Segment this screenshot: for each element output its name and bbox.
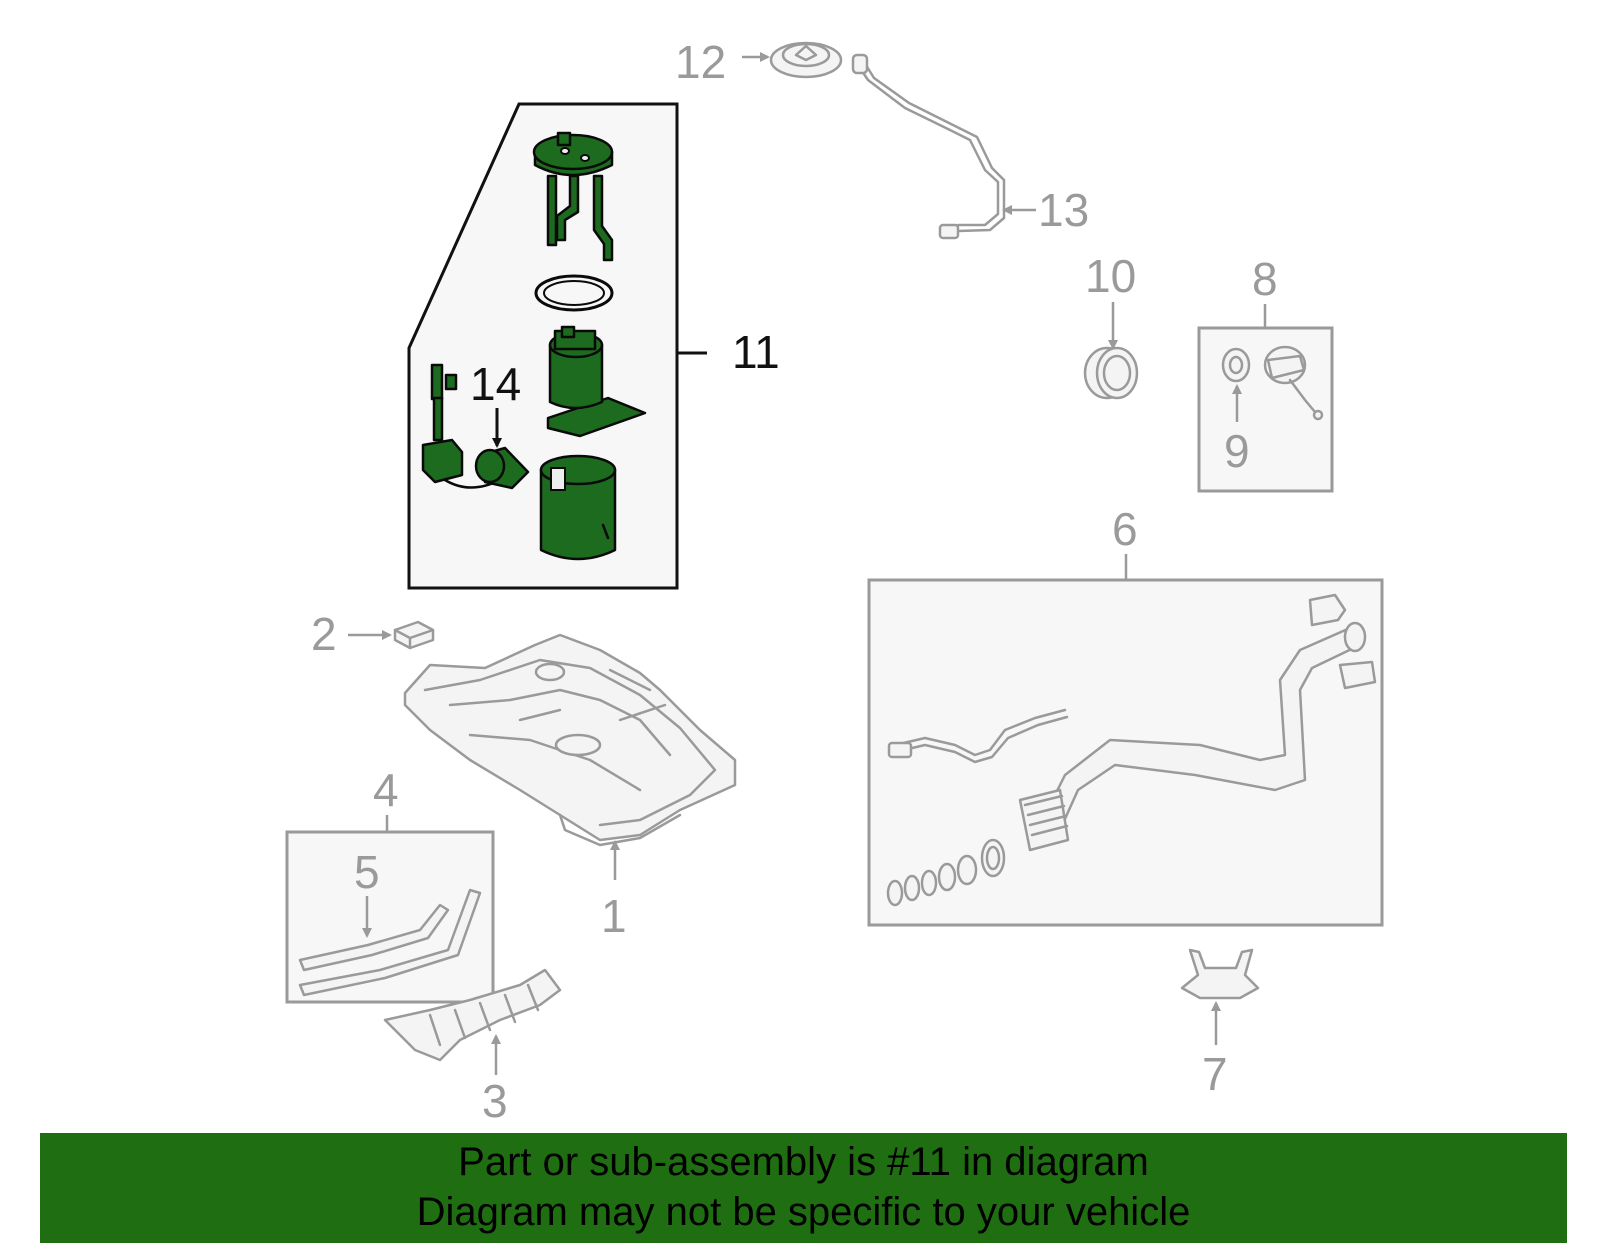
filler-seal-rings-part[interactable]	[886, 838, 1006, 907]
grommet-part[interactable]	[1083, 346, 1139, 400]
callout-10[interactable]: 10	[1085, 250, 1136, 302]
tank-strap-upper-part[interactable]	[298, 903, 450, 972]
fuel-tank-part[interactable]	[403, 633, 737, 847]
callout-12[interactable]: 12	[675, 36, 726, 88]
fuel-line-part[interactable]	[851, 53, 1006, 240]
callout-6[interactable]: 6	[1112, 503, 1138, 555]
callout-4[interactable]: 4	[373, 764, 399, 816]
callout-1[interactable]: 1	[601, 890, 627, 942]
fuel-pump-part[interactable]	[546, 325, 647, 438]
fuel-cap-box	[1197, 326, 1334, 493]
callout-9[interactable]: 9	[1224, 425, 1250, 477]
pump-top-plate-part[interactable]	[532, 131, 614, 262]
o-ring-part[interactable]	[534, 274, 614, 312]
callout-14[interactable]: 14	[470, 358, 521, 410]
banner-line-1: Part or sub-assembly is #11 in diagram	[458, 1140, 1149, 1184]
lock-ring-part[interactable]	[769, 41, 843, 79]
strainer-bucket-part[interactable]	[539, 454, 617, 561]
filler-pipe-part[interactable]	[1018, 593, 1377, 852]
info-banner: Part or sub-assembly is #11 in diagram D…	[40, 1133, 1567, 1243]
callout-7[interactable]: 7	[1202, 1048, 1228, 1100]
callout-11[interactable]: 11	[732, 326, 780, 378]
callout-5[interactable]: 5	[354, 846, 380, 898]
fuel-cap-part[interactable]	[1263, 345, 1324, 421]
callout-2[interactable]: 2	[311, 608, 337, 660]
tank-strap-lower-part[interactable]	[298, 888, 482, 997]
filler-breather-tube-part[interactable]	[887, 708, 1069, 764]
filler-bracket-part[interactable]	[1180, 948, 1260, 1000]
callout-8[interactable]: 8	[1252, 253, 1278, 305]
heat-shield-part[interactable]	[383, 968, 562, 1062]
cap-gasket-part[interactable]	[1221, 347, 1251, 383]
wiring-harness-part[interactable]	[421, 363, 502, 489]
callout-13[interactable]: 13	[1038, 184, 1089, 236]
callout-3[interactable]: 3	[482, 1075, 508, 1127]
pressure-regulator-part[interactable]	[474, 446, 530, 490]
tank-pad-part[interactable]	[393, 620, 435, 650]
banner-line-2: Diagram may not be specific to your vehi…	[416, 1190, 1191, 1234]
